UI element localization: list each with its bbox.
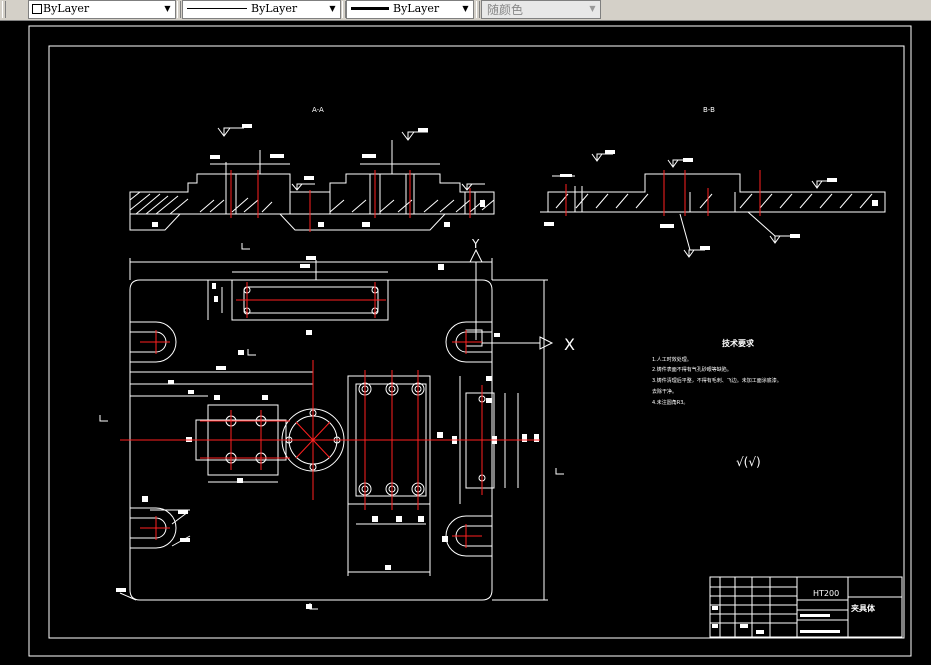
chevron-down-icon[interactable]: ▼ bbox=[164, 4, 171, 13]
part-name-label: 夹具体 bbox=[851, 603, 876, 613]
plotstyle-combo-value: 随颜色 bbox=[487, 3, 524, 17]
linetype-combo[interactable]: ByLayer ▼ bbox=[182, 0, 341, 19]
plan-centerlines bbox=[120, 282, 540, 548]
lineweight-combo[interactable]: ByLayer ▼ bbox=[346, 0, 474, 19]
chevron-down-icon[interactable]: ▼ bbox=[329, 4, 336, 13]
tech-note-5: 4.未注圆角R3。 bbox=[652, 399, 688, 406]
color-swatch-icon bbox=[32, 4, 42, 14]
color-combo[interactable]: ByLayer ▼ bbox=[28, 0, 176, 19]
linetype-combo-value: ByLayer bbox=[251, 2, 298, 15]
section-b-view: B-B bbox=[540, 106, 886, 258]
tech-note-4: 去除干净。 bbox=[652, 388, 677, 395]
chevron-down-icon[interactable]: ▼ bbox=[462, 4, 469, 13]
plan-view bbox=[99, 243, 564, 610]
linetype-preview-icon bbox=[187, 8, 247, 9]
cad-drawing: A-A bbox=[28, 25, 912, 657]
tech-note-1: 1.人工时效处理。 bbox=[652, 356, 692, 363]
section-b-centerlines bbox=[565, 170, 761, 216]
tech-note-2: 2.铸件表面不得有气孔砂眼等缺陷。 bbox=[652, 366, 732, 373]
plotstyle-combo[interactable]: 随颜色 ▼ bbox=[481, 0, 601, 19]
lineweight-combo-value: ByLayer bbox=[393, 2, 440, 15]
section-a-centerlines bbox=[230, 170, 471, 232]
toolbar-separator bbox=[177, 1, 181, 18]
drawing-canvas[interactable]: A-A bbox=[0, 20, 931, 661]
toolbar-grip[interactable] bbox=[2, 1, 6, 18]
axis-y-label: Y bbox=[471, 237, 480, 251]
title-block: HT200 夹具体 bbox=[709, 576, 903, 638]
toolbar-separator bbox=[342, 1, 346, 18]
material-label: HT200 bbox=[813, 589, 839, 598]
properties-toolbar: ByLayer ▼ ByLayer ▼ ByLayer ▼ 随颜色 ▼ bbox=[0, 0, 931, 21]
inner-frame bbox=[48, 45, 905, 639]
color-combo-value: ByLayer bbox=[43, 2, 90, 15]
roughness-symbol: √(√) bbox=[736, 455, 761, 469]
axis-x-label: X bbox=[564, 335, 575, 354]
section-a-label: A-A bbox=[312, 106, 324, 114]
section-a-view: A-A bbox=[129, 106, 495, 231]
lineweight-preview-icon bbox=[351, 7, 389, 10]
technical-requirements: 技术要求 1.人工时效处理。 2.铸件表面不得有气孔砂眼等缺陷。 3.铸件清理后… bbox=[652, 338, 782, 469]
outer-frame bbox=[28, 25, 912, 657]
section-b-label: B-B bbox=[703, 106, 715, 114]
tech-title: 技术要求 bbox=[722, 338, 755, 348]
toolbar-separator bbox=[476, 1, 480, 18]
tech-note-3: 3.铸件清理后平整，不得有毛刺、飞边。未加工面涂底漆。 bbox=[652, 377, 782, 384]
chevron-down-icon[interactable]: ▼ bbox=[589, 4, 596, 13]
